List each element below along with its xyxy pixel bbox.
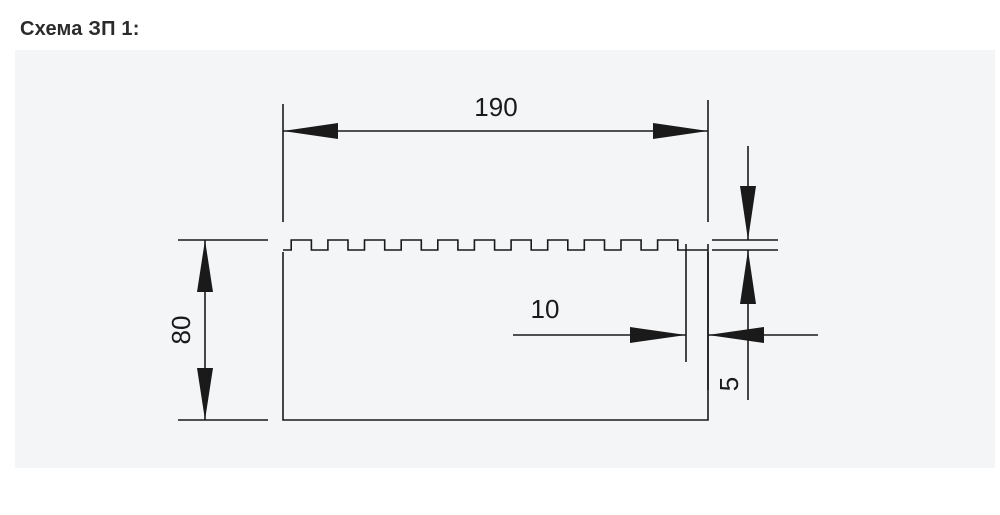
dimension-tooth-label: 5 [714,377,744,391]
toothed-edge [283,239,708,251]
arrowhead-height-top [197,240,213,292]
dimension-offset-label: 10 [531,294,560,324]
arrowhead-width-left [283,123,338,139]
dimension-height-label: 80 [166,316,196,345]
arrowhead-offset-left [630,327,686,343]
arrowhead-tooth-bottom [740,250,756,304]
dimension-width-label: 190 [474,92,517,122]
diagram-caption: Схема ЗП 1: [20,18,140,40]
arrowhead-offset-right [708,327,764,343]
arrowhead-width-right [653,123,708,139]
arrowhead-height-bottom [197,368,213,420]
drawing-panel [15,50,995,468]
arrowhead-tooth-top [740,186,756,240]
